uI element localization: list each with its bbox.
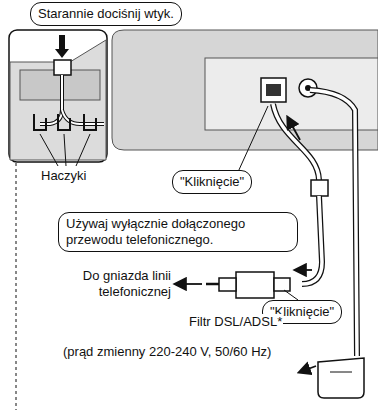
box-text: Używaj wyłącznie dołączonego przewodu te… [66, 216, 290, 248]
phone-jack [261, 78, 286, 102]
dsl-filter [176, 270, 312, 300]
note-text: (prąd zmienny 220-240 V, 50/60 Hz) [62, 344, 302, 360]
note-box: Starannie dociśnij wtyk. [30, 2, 182, 26]
dashed-separator [16, 163, 17, 410]
part-name: Haczyki [40, 168, 88, 184]
base-rear [112, 30, 378, 150]
note-box: Używaj wyłącznie dołączonego przewodu te… [58, 212, 298, 252]
box-text: "Kliknięcie" [180, 174, 244, 190]
phone-cord [273, 104, 328, 284]
note-text: Do gniazda linii telefonicznej [52, 268, 172, 300]
hooks-inset [9, 30, 107, 166]
power-adapter [300, 90, 364, 398]
leader-line [238, 106, 268, 172]
box-text: Starannie dociśnij wtyk. [38, 6, 174, 22]
part-name: Filtr DSL/ADSL* [188, 314, 283, 330]
click-box: "Kliknięcie" [172, 170, 252, 194]
